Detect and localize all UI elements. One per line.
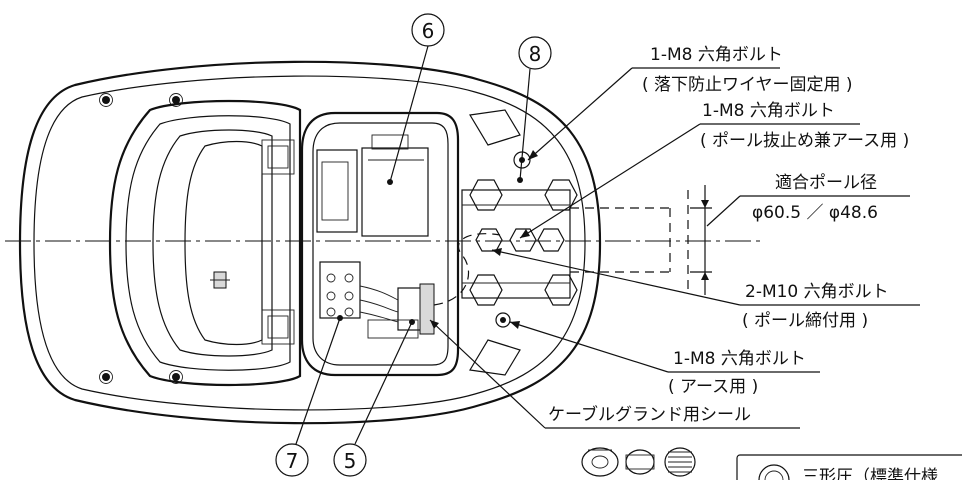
lamp-cover [108, 99, 302, 387]
callout-pole-dia-line2: φ60.5 ／ φ48.6 [752, 203, 878, 223]
housing-outline [18, 60, 602, 425]
legend-text: 三形圧（標準仕様 [802, 467, 938, 480]
callout-cable-seal: ケーブルグランド用シール [548, 404, 751, 425]
callout-bolt-m10-line1: 2-M10 六角ボルト [745, 282, 889, 302]
pole-clamp [461, 109, 578, 376]
leader-bolt-fall [527, 67, 780, 161]
leader-bolt-pole-earth [519, 123, 860, 239]
pole-dimension [690, 185, 712, 295]
callout-bolt-pole-earth-line1: 1-M8 六角ボルト [702, 101, 835, 121]
leader-bolt-m10 [491, 248, 920, 306]
part-balloon-6: 6 [387, 13, 445, 185]
legend-box: 三形圧（標準仕様 [736, 454, 962, 480]
svg-text:8: 8 [529, 42, 542, 66]
leader-cable-seal [429, 319, 800, 429]
svg-text:7: 7 [286, 449, 299, 473]
svg-text:6: 6 [422, 19, 435, 43]
callout-bolt-pole-earth-line2: ( ポール抜止め兼アース用 ) [700, 131, 909, 151]
callout-bolt-earth-line1: 1-M8 六角ボルト [673, 349, 806, 369]
housing-screws [99, 93, 183, 384]
pole-outline [570, 190, 689, 290]
callout-bolt-fall-line2: ( 落下防止ワイヤー固定用 ) [642, 75, 853, 95]
callout-bolt-m10-line2: ( ポール締付用 ) [742, 311, 868, 331]
part-balloon-8: 8 [517, 36, 552, 183]
cable-path [433, 233, 501, 306]
part-balloon-5: 5 [333, 319, 415, 477]
cable-gland-parts [581, 447, 696, 477]
callout-bolt-fall-line1: 1-M8 六角ボルト [650, 45, 783, 65]
callout-pole-dia-line1: 適合ポール径 [775, 173, 877, 193]
leader-pole-dia [706, 195, 910, 227]
svg-text:5: 5 [344, 449, 357, 473]
leader-bolt-earth [509, 321, 820, 373]
terminal-compartment [300, 111, 460, 377]
callout-bolt-earth-line2: ( アース用 ) [668, 377, 758, 397]
part-balloon-7: 7 [275, 315, 343, 477]
